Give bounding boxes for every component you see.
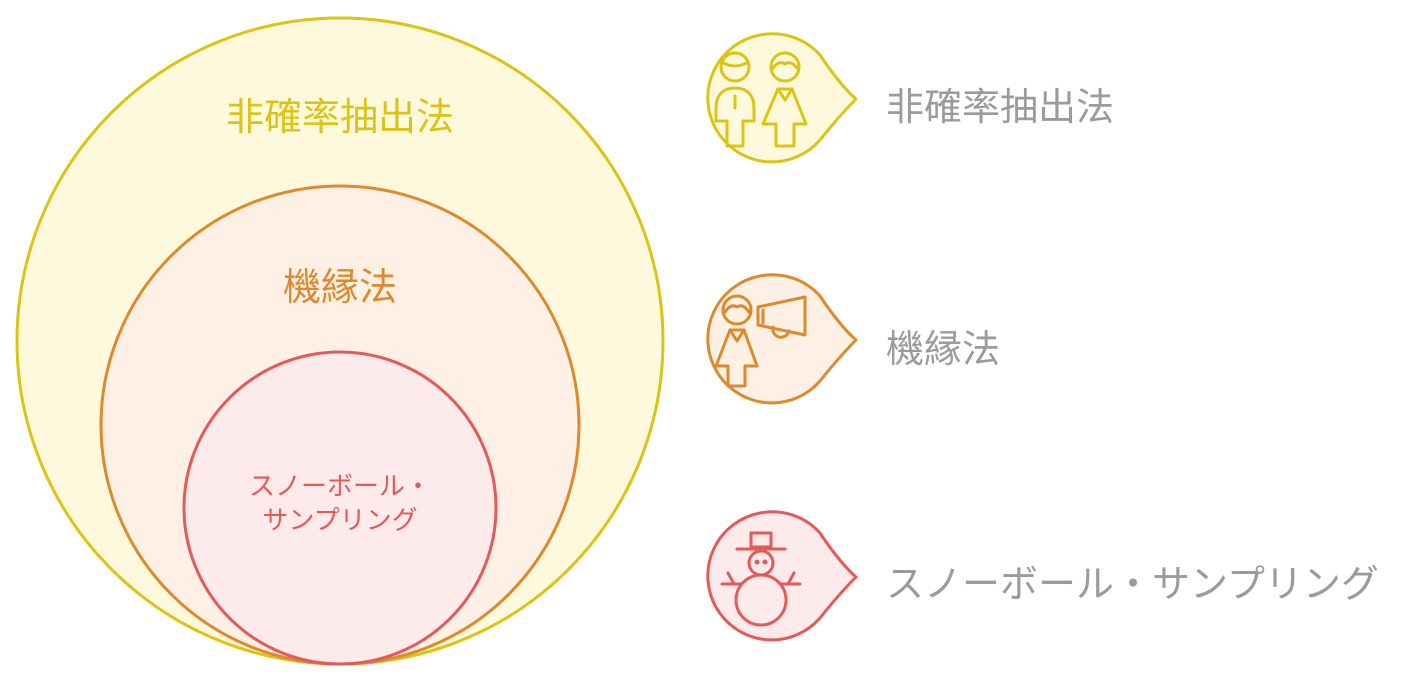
legend-label-convenience: 機縁法	[886, 327, 1001, 371]
middle-circle-label: 機縁法	[282, 265, 397, 309]
inner-circle-snowball	[182, 350, 498, 666]
snowman-icon	[706, 510, 858, 642]
inner-circle-label-line2: サンプリング	[262, 506, 418, 536]
inner-circle-label-line1: スノーボール・	[248, 472, 431, 502]
people-icon	[706, 32, 858, 164]
outer-circle-label: 非確率抽出法	[225, 95, 454, 139]
inner-circle-label: スノーボール・ サンプリング	[200, 470, 480, 538]
legend-label-non-probability: 非確率抽出法	[886, 85, 1115, 129]
megaphone-person-icon	[706, 273, 858, 405]
legend-label-snowball: スノーボール・サンプリング	[886, 562, 1379, 606]
